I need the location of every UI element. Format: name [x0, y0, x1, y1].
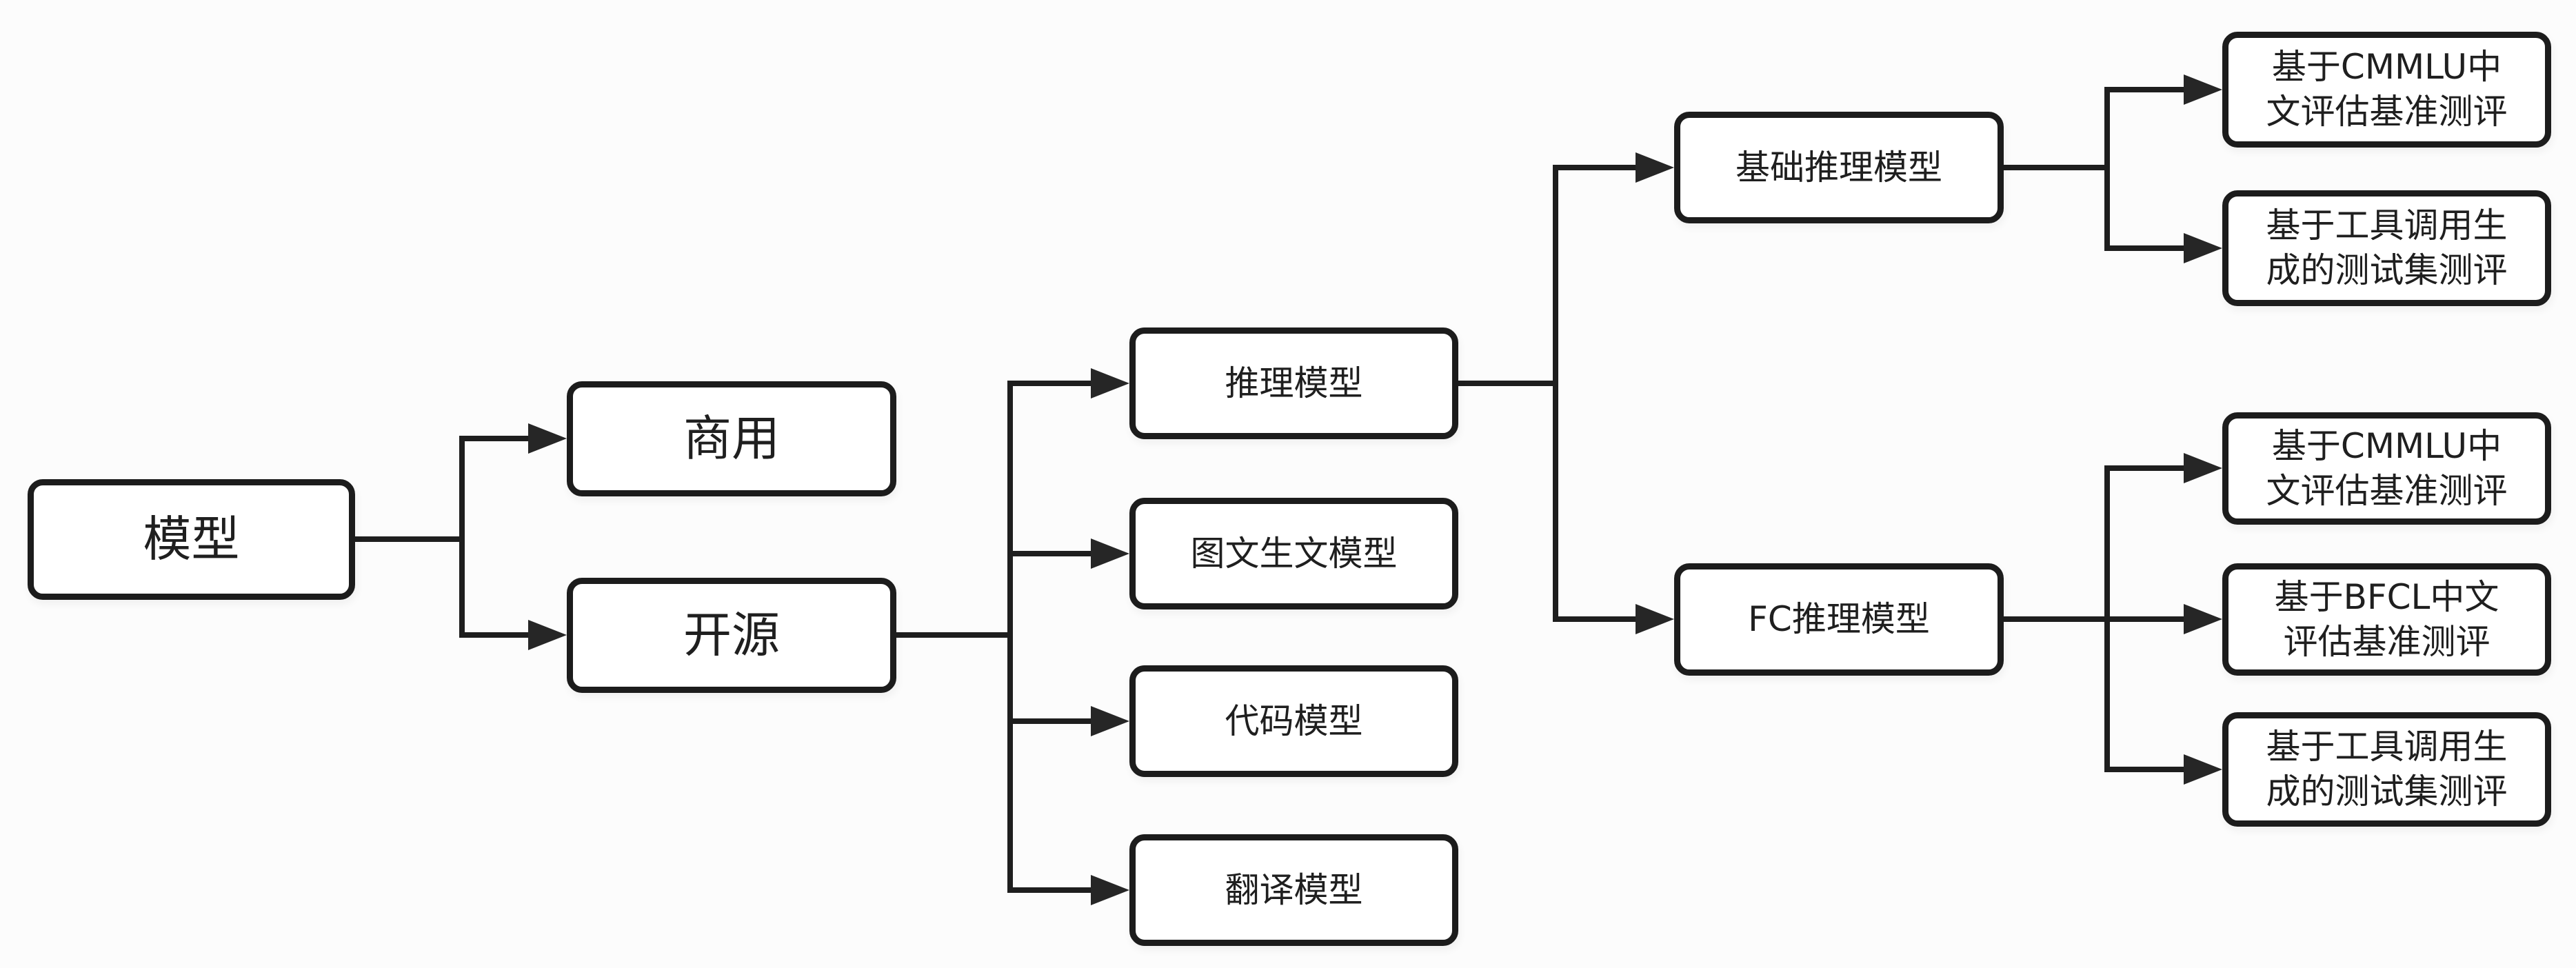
edges-from-reasoning-model: [1456, 152, 1674, 634]
edges-from-open-source: [894, 368, 1129, 905]
connector-line: [894, 381, 1102, 893]
node-fc-reasoning-model: FC推理模型: [1674, 563, 2004, 676]
arrowhead-icon: [2184, 453, 2222, 483]
arrowhead-icon: [528, 620, 567, 650]
edges-from-basic-reasoning-model: [2001, 74, 2222, 263]
arrowhead-icon: [1636, 152, 1674, 183]
node-code-model: 代码模型: [1129, 665, 1458, 777]
node-basic-reasoning-model: 基础推理模型: [1674, 112, 2004, 223]
node-reasoning-model: 推理模型: [1129, 327, 1458, 439]
node-commercial: 商用: [567, 381, 896, 496]
arrowhead-icon: [528, 423, 567, 454]
arrowhead-icon: [1091, 706, 1129, 736]
node-model: 模型: [28, 479, 355, 600]
node-fc-tool-call-eval: 基于工具调用生 成的测试集测评: [2222, 712, 2551, 827]
connector-line: [2001, 87, 2195, 251]
arrowhead-icon: [2184, 74, 2222, 105]
arrowhead-icon: [2184, 233, 2222, 263]
arrowhead-icon: [2184, 754, 2222, 785]
node-image-text-to-text-model: 图文生文模型: [1129, 498, 1458, 609]
node-fc-bfcl-eval: 基于BFCL中文 评估基准测评: [2222, 563, 2551, 676]
node-fc-cmmlu-eval: 基于CMMLU中 文评估基准测评: [2222, 412, 2551, 525]
arrowhead-icon: [1636, 604, 1674, 634]
arrowhead-icon: [1091, 875, 1129, 905]
node-basic-tool-call-eval: 基于工具调用生 成的测试集测评: [2222, 190, 2551, 306]
edges-from-fc-reasoning-model: [2001, 453, 2222, 785]
node-basic-cmmlu-eval: 基于CMMLU中 文评估基准测评: [2222, 32, 2551, 148]
arrowhead-icon: [1091, 368, 1129, 399]
node-open-source: 开源: [567, 578, 896, 693]
connector-line: [2001, 465, 2195, 772]
edges-from-model: [352, 423, 567, 650]
arrowhead-icon: [2184, 604, 2222, 634]
arrowhead-icon: [1091, 538, 1129, 569]
node-translation-model: 翻译模型: [1129, 834, 1458, 946]
connector-line: [1456, 165, 1647, 622]
connector-line: [352, 436, 539, 638]
